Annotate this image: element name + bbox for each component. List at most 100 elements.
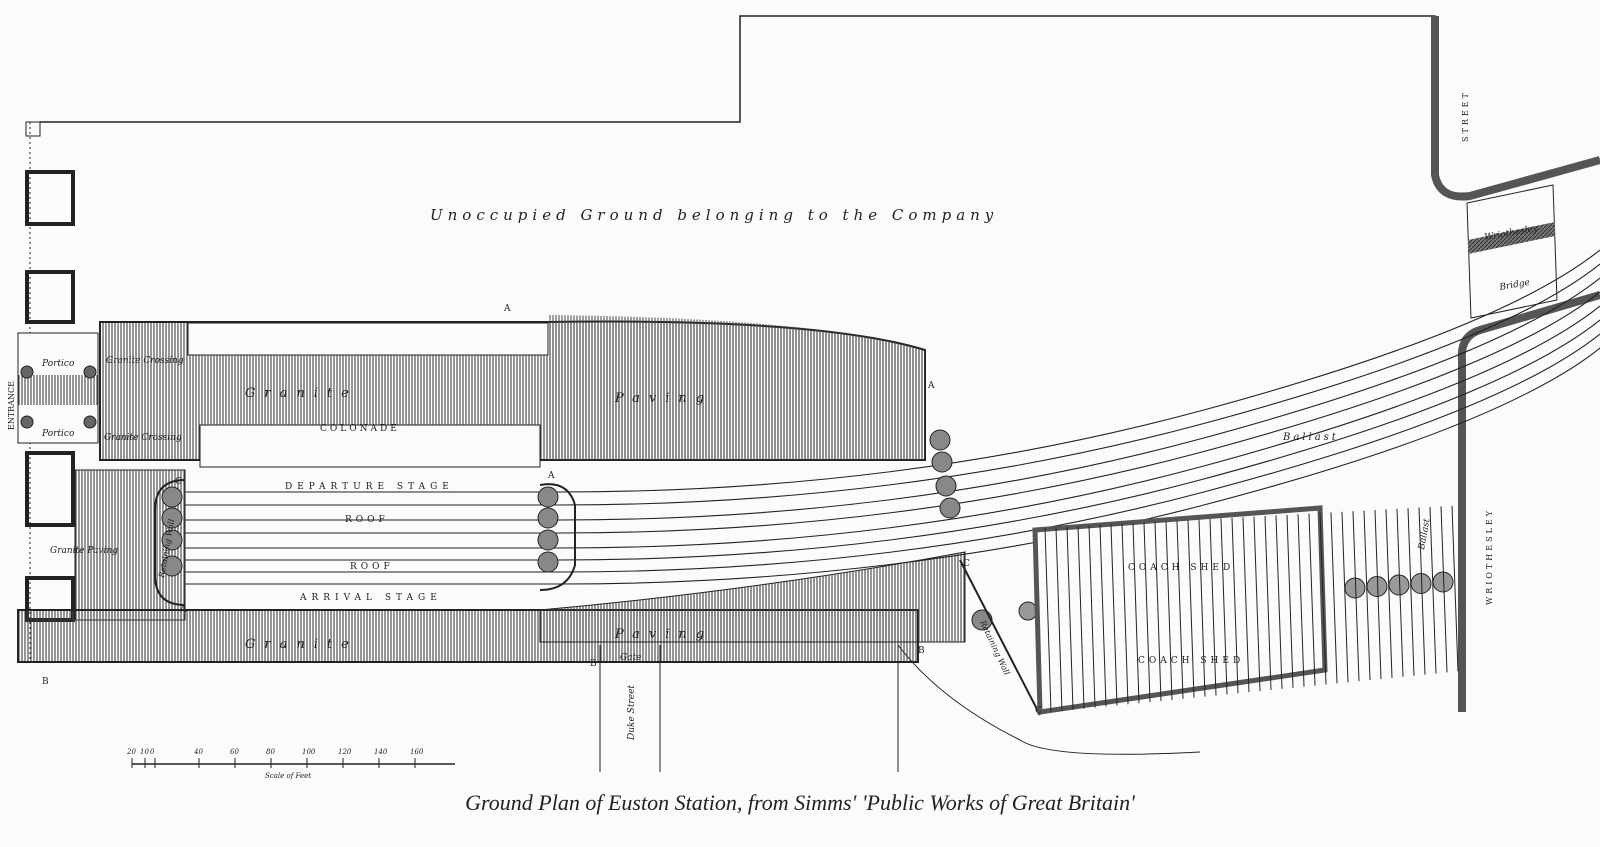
- shed-track: [1066, 526, 1074, 710]
- shed-track: [1330, 512, 1338, 684]
- label-ballast: Ballast: [1282, 432, 1339, 443]
- rail-line: [185, 277, 1600, 521]
- scale-tick-label: 80: [266, 748, 275, 756]
- shed-track: [1242, 517, 1250, 693]
- scale-tick-label: 120: [338, 748, 352, 756]
- label-coach-shed: COACH SHED: [1138, 656, 1244, 666]
- turntable: [537, 551, 559, 573]
- shed-track: [1407, 508, 1415, 676]
- shed-track: [1429, 506, 1437, 674]
- shed-track: [1308, 513, 1316, 686]
- scale-tick-label: 160: [410, 748, 424, 756]
- label-granite-crossing: Granite Crossing: [106, 356, 184, 366]
- turntable: [161, 529, 183, 551]
- rail-line: [185, 347, 1600, 585]
- scale-tick-label: 40: [193, 748, 203, 756]
- label-wriothesley: WRIOTHESLEY: [1485, 508, 1494, 605]
- shed-track: [1253, 516, 1261, 692]
- label-roof: ROOF: [345, 515, 389, 525]
- shed-track: [1220, 518, 1228, 695]
- railway-tracks: [185, 249, 1600, 585]
- turntable: [537, 507, 559, 529]
- label-granite-paving: Granite Paving: [50, 546, 118, 556]
- rail-line: [185, 249, 1600, 493]
- shed-track: [1297, 514, 1305, 687]
- label-entrance: ENTRANCE: [7, 381, 16, 430]
- rail-line: [185, 319, 1600, 561]
- site-boundary: [40, 15, 1436, 175]
- gate-pier: [25, 121, 41, 137]
- shed-track: [1154, 521, 1162, 702]
- shed-track: [1055, 527, 1063, 711]
- turntable: [929, 429, 951, 451]
- shed-track: [1209, 518, 1217, 696]
- rail-line: [185, 333, 1600, 573]
- marker-c: C: [963, 559, 970, 569]
- shed-track: [1418, 507, 1426, 675]
- marker-c: C: [175, 477, 182, 487]
- shed-track: [1143, 522, 1151, 703]
- turntable: [1018, 601, 1038, 621]
- scale-tick-label: 10: [140, 748, 149, 756]
- shed-track: [1341, 511, 1349, 683]
- shed-track: [1198, 519, 1206, 697]
- shed-track: [1451, 505, 1459, 672]
- marker-a: A: [179, 605, 187, 615]
- turntable: [537, 529, 559, 551]
- label-paving: Paving: [614, 391, 713, 406]
- shed-track: [1363, 510, 1371, 681]
- turntable: [939, 497, 961, 519]
- label-granite: Granite: [245, 386, 358, 401]
- label-departure-stage: DEPARTURE STAGE: [285, 482, 454, 492]
- shed-track: [1385, 509, 1393, 678]
- shed-track: [1187, 520, 1195, 698]
- shed-track: [1044, 527, 1052, 713]
- street-wall-top: [1431, 16, 1600, 201]
- marker-a: A: [547, 471, 555, 481]
- turntable: [161, 555, 183, 577]
- turntable: [161, 486, 183, 508]
- label-paving: Paving: [614, 627, 713, 642]
- shed-track: [1264, 515, 1272, 691]
- label-unoccupied: Unoccupied Ground belonging to the Compa…: [430, 206, 998, 224]
- turntable: [931, 451, 953, 473]
- wriothesley-bridge: [1466, 184, 1558, 319]
- label-duke-street: Duke Street: [627, 685, 637, 741]
- turntable: [161, 507, 183, 529]
- shed-track: [1231, 517, 1239, 694]
- shed-track: [1132, 523, 1140, 704]
- portico-columns: [20, 365, 97, 429]
- turntable: [537, 486, 559, 508]
- shed-track: [1440, 506, 1448, 673]
- shed-track: [1077, 526, 1085, 709]
- marker-a: A: [927, 381, 935, 391]
- label-colonade: COLONADE: [320, 424, 400, 434]
- rail-line: [185, 305, 1600, 549]
- shed-track: [1319, 512, 1327, 685]
- shed-track: [1121, 523, 1129, 705]
- scale-tick-label: 0: [150, 748, 155, 756]
- label-granite: Granite: [245, 637, 358, 652]
- shed-track: [1110, 524, 1118, 706]
- retaining-wall-west: [154, 479, 186, 606]
- shed-track: [1099, 524, 1107, 707]
- shed-track: [1176, 520, 1184, 699]
- rail-line: [185, 291, 1600, 534]
- shed-track: [1088, 525, 1096, 708]
- label-arrival-stage: ARRIVAL STAGE: [299, 593, 442, 603]
- scale-label: Scale of Feet: [265, 772, 311, 780]
- caption: Ground Plan of Euston Station, from Simm…: [465, 790, 1135, 815]
- marker-b: B: [918, 646, 925, 656]
- shed-track: [1352, 511, 1360, 682]
- shed-track: [1286, 514, 1294, 688]
- label-portico: Portico: [41, 429, 75, 439]
- turntable: [935, 475, 957, 497]
- shed-track: [1275, 515, 1283, 689]
- shed-track: [1374, 509, 1382, 680]
- shed-track: [1165, 521, 1173, 700]
- scale-tick-label: 60: [230, 748, 239, 756]
- marker-a: A: [503, 304, 511, 314]
- scale-tick-label: 20: [126, 748, 136, 756]
